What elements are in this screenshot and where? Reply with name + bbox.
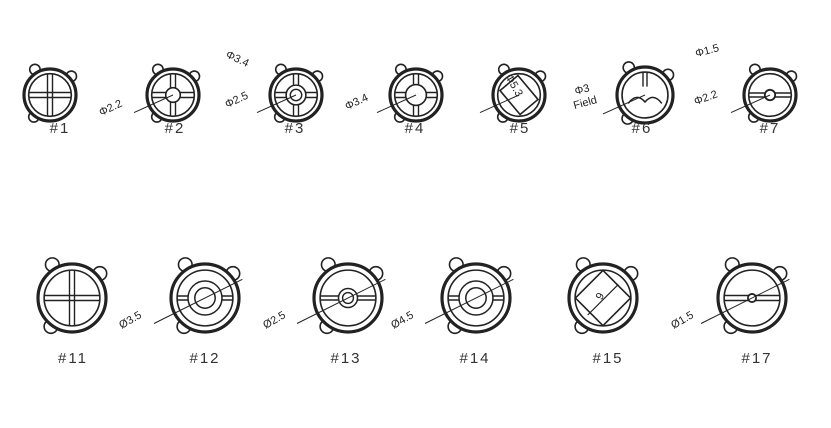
inner-ring	[621, 71, 669, 119]
dimension-label: Ø4.5	[389, 309, 416, 331]
aperture-part: Φ3.4 #4	[343, 63, 444, 137]
part-number-label: #1	[50, 120, 71, 137]
part-number-label: #13	[330, 350, 361, 367]
aperture-part: #11	[36, 257, 108, 367]
part-number-label: #15	[592, 350, 623, 367]
part-number-label: #2	[165, 120, 186, 137]
dimension-label: Φ3.4	[343, 92, 370, 113]
part-number-label: #12	[189, 350, 220, 367]
inner-ring	[393, 72, 439, 118]
part-number-label: #4	[405, 120, 426, 137]
inner-ring	[176, 269, 234, 327]
part-number-label: #3	[285, 120, 306, 137]
outer-ring	[36, 262, 108, 334]
aperture-part: Φ1.5Φ2.2 #7	[693, 42, 798, 137]
part-number-label: #6	[632, 120, 653, 137]
dimension-label: Φ2.2	[693, 88, 720, 108]
dimension-label: Ø2.5	[261, 309, 288, 331]
inner-ring	[43, 269, 101, 327]
part-number-label: #14	[459, 350, 490, 367]
part-number-label: #5	[510, 120, 531, 137]
part-number-label: #11	[58, 350, 88, 367]
dimension-label: Field	[572, 94, 598, 112]
dimension-label: 9	[594, 291, 607, 302]
aperture-part: Ø4.5 #14	[389, 257, 514, 367]
dimension-label: Φ1.5	[694, 42, 720, 60]
part-number-label: #17	[741, 350, 772, 367]
dimension-label: Φ2.5	[223, 90, 250, 111]
aperture-part: 9 #15	[567, 257, 639, 367]
aperture-part: Φ2.2 #2	[97, 63, 201, 137]
inner-ring	[723, 269, 781, 327]
dimension-label: Φ2.2	[97, 98, 124, 119]
aperture-part: #1	[22, 63, 78, 137]
part-number-label: #7	[760, 120, 781, 137]
inner-ring	[319, 269, 377, 327]
inner-ring	[150, 72, 196, 118]
inner-ring	[447, 269, 505, 327]
inner-ring	[747, 72, 793, 118]
dimension-label: Ø1.5	[669, 309, 696, 331]
aperture-part: Ø2.5 #13	[261, 257, 386, 367]
inner-ring	[273, 72, 319, 118]
aperture-part: Φ5.3#5	[479, 63, 547, 137]
dimension-label: Φ3	[573, 82, 591, 97]
outer-ring	[22, 67, 78, 123]
inner-ring	[496, 72, 542, 118]
aperture-part: Ø1.5 #17	[669, 257, 790, 367]
dimension-label: Φ3.4	[224, 49, 251, 70]
aperture-part: Φ3.4Φ2.5 #3	[223, 49, 324, 137]
dimension-label: Ø3.5	[117, 309, 144, 331]
outer-ring	[567, 262, 639, 334]
aperture-part: Ø3.5 #12	[117, 257, 243, 367]
inner-ring	[27, 72, 73, 118]
